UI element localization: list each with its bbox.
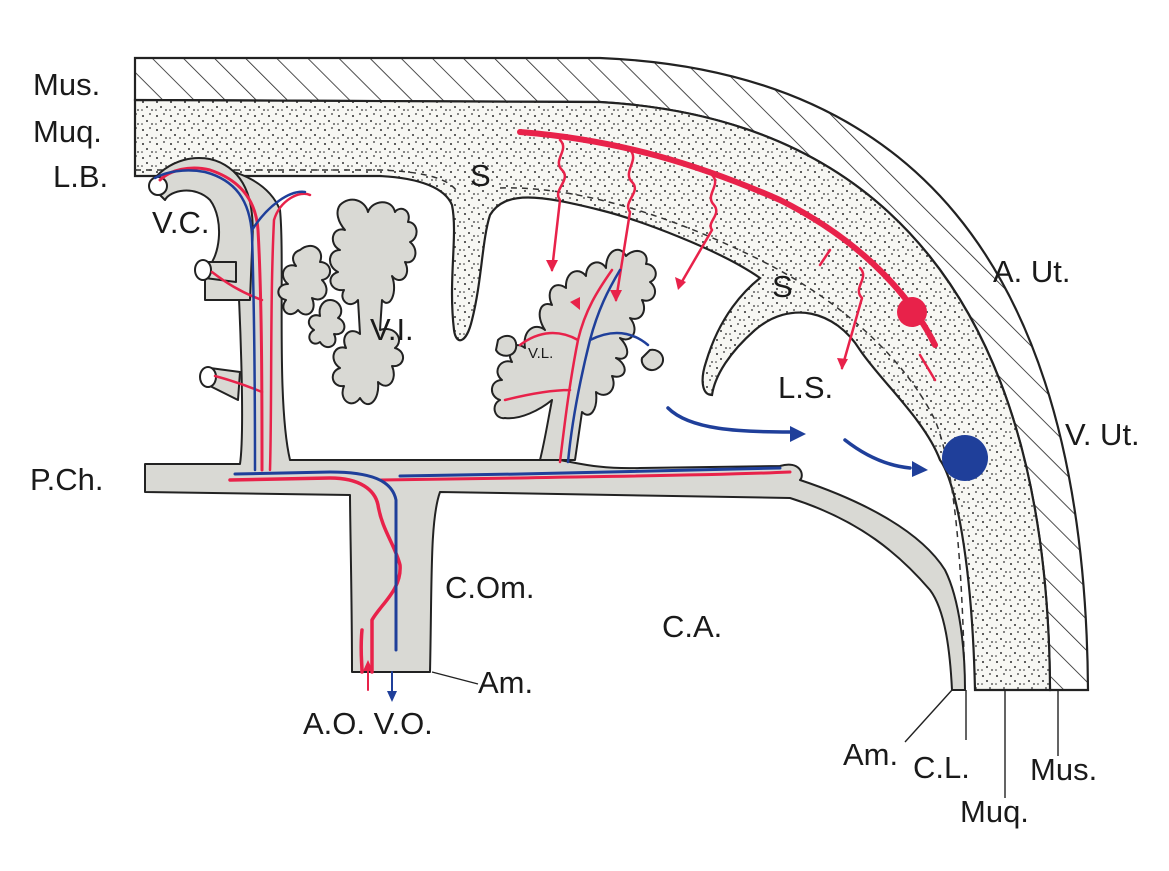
- label-ao-vo: A.O. V.O.: [303, 706, 433, 741]
- vascular-villus-branch: [642, 350, 663, 370]
- label-s2: S: [772, 269, 793, 304]
- label-ca: C.A.: [662, 609, 722, 644]
- vascular-villus-tree: [492, 250, 656, 460]
- arrow-head: [912, 461, 928, 477]
- label-muq-bottom: Muq.: [960, 794, 1029, 829]
- arrow-head: [387, 691, 397, 702]
- label-com: C.Om.: [445, 570, 535, 605]
- venous-flow-arrow: [668, 408, 790, 432]
- pointer-am: [905, 690, 952, 742]
- villus-tip: [149, 177, 167, 195]
- vascular-villus-branch: [496, 336, 516, 356]
- amnion-line-left: [432, 672, 478, 684]
- label-vl: V.L.: [528, 345, 553, 362]
- venous-flow-arrow: [845, 440, 910, 468]
- label-am-left: Am.: [478, 665, 533, 700]
- label-cl: C.L.: [913, 750, 970, 785]
- label-ls: L.S.: [778, 370, 833, 405]
- label-muq-top: Muq.: [33, 114, 102, 149]
- label-aut: A. Ut.: [993, 254, 1071, 289]
- label-lb: L.B.: [53, 159, 108, 194]
- uterine-artery-node: [897, 297, 927, 327]
- arrow-head: [790, 426, 806, 442]
- label-mus-bottom: Mus.: [1030, 752, 1097, 787]
- arrow-head: [546, 260, 558, 272]
- villus-tip: [200, 367, 216, 387]
- label-vut: V. Ut.: [1065, 417, 1140, 452]
- label-vi: V.I.: [370, 312, 414, 347]
- uterine-vein-node: [942, 435, 988, 481]
- free-villus-tree: [330, 200, 417, 404]
- villus-tip: [195, 260, 211, 280]
- arrow-head: [837, 358, 848, 370]
- label-vc: V.C.: [152, 205, 209, 240]
- label-pch: P.Ch.: [30, 462, 104, 497]
- fetal-artery: [361, 630, 362, 672]
- label-mus-top: Mus.: [33, 67, 100, 102]
- label-am-bottom: Am.: [843, 737, 898, 772]
- label-s1: S: [470, 158, 491, 193]
